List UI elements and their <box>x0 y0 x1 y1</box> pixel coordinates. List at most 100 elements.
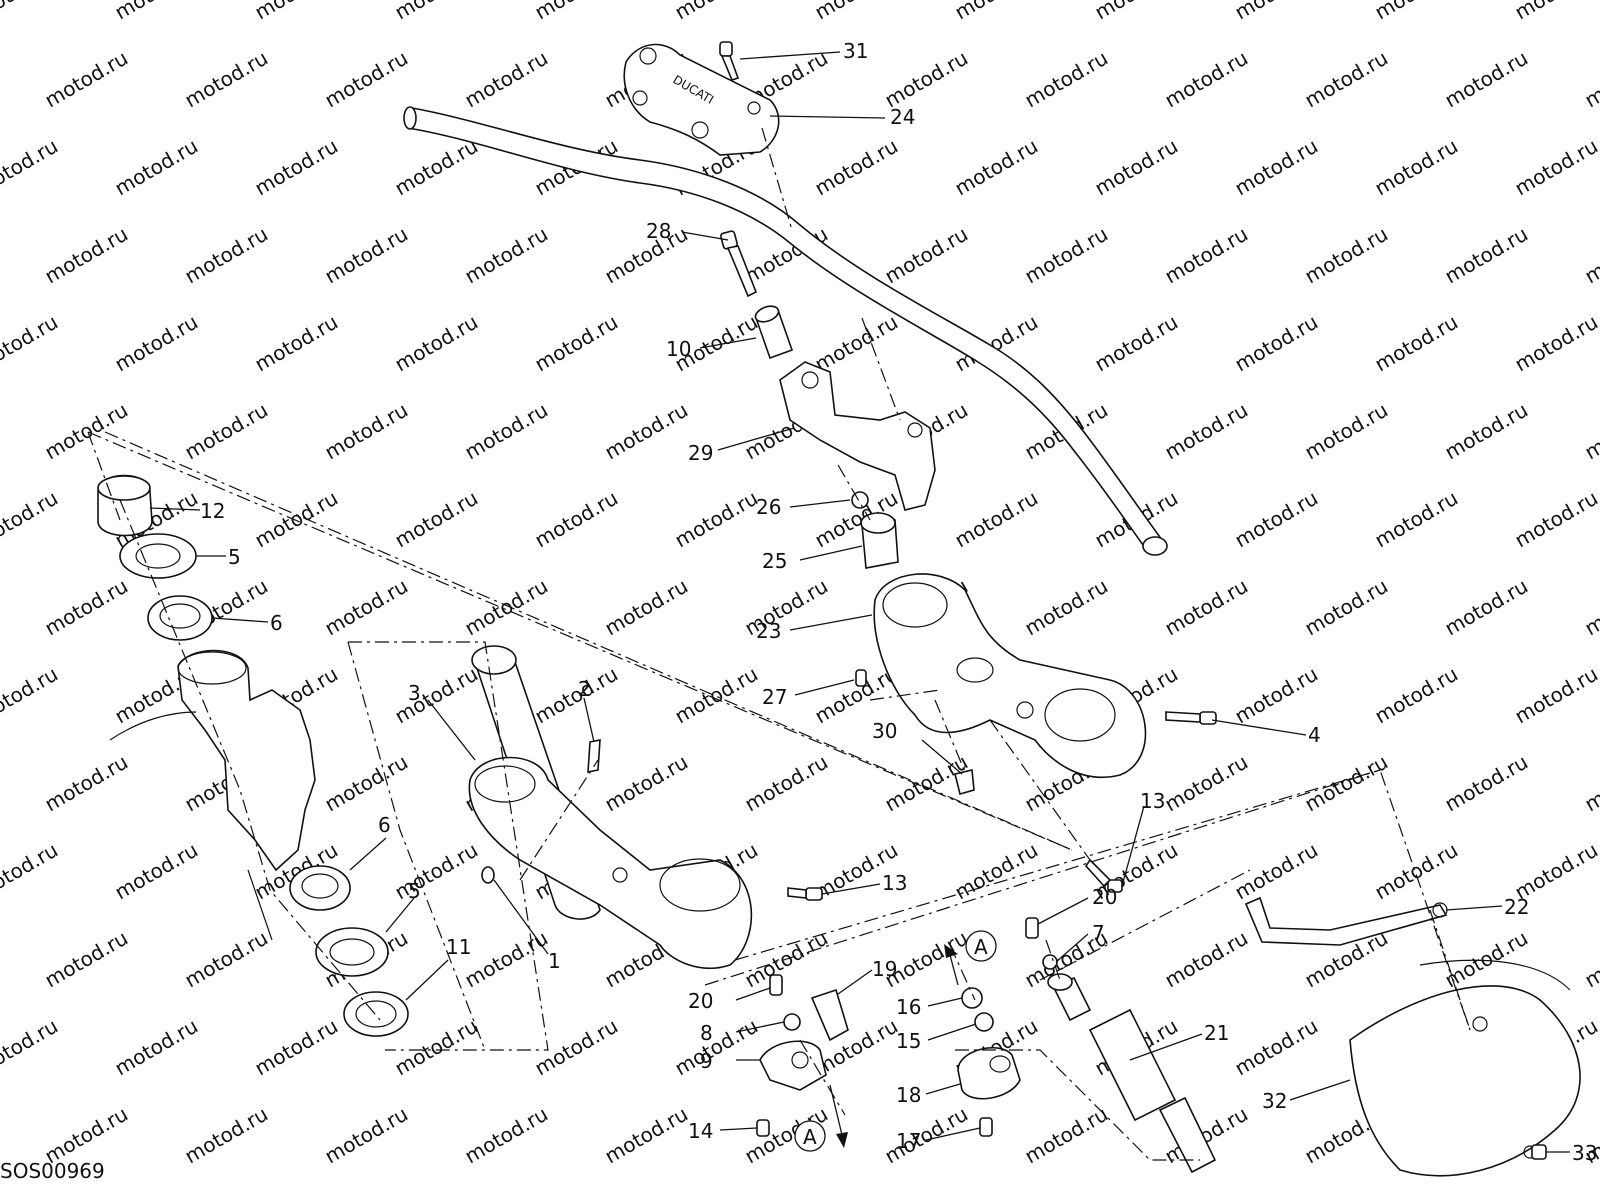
watermark-text-12: motod.ru <box>41 46 132 113</box>
screw-31 <box>719 41 740 81</box>
watermark-text-46: motod.ru <box>1441 222 1532 289</box>
watermark-text-31: motod.ru <box>951 134 1042 201</box>
watermark-text-54: motod.ru <box>811 310 902 377</box>
watermark-text-106: motod.ru <box>1371 662 1462 729</box>
callout-31: 31 <box>843 39 868 63</box>
callout-15: 15 <box>896 1029 921 1053</box>
watermark-text-4: motod.ru <box>531 0 622 24</box>
watermark-text-61: motod.ru <box>181 398 272 465</box>
watermark-text-15: motod.ru <box>461 46 552 113</box>
handlebar-riser <box>779 361 936 511</box>
pin-2 <box>587 739 601 773</box>
screw-20-left <box>769 974 783 996</box>
watermark-text-20: motod.ru <box>1161 46 1252 113</box>
watermark-text-133: motod.ru <box>181 926 272 993</box>
callout-10: 10 <box>666 337 691 361</box>
watermark-text-89: motod.ru <box>741 574 832 641</box>
ref-marker-upper: A <box>965 930 997 962</box>
watermark-text-82: motod.ru <box>1371 486 1462 553</box>
frame-steering-head <box>109 649 316 941</box>
watermark-text-24: motod.ru <box>0 134 62 201</box>
callout-25: 25 <box>762 549 787 573</box>
watermark-text-75: motod.ru <box>391 486 482 553</box>
watermark-text-18: motod.ru <box>881 46 972 113</box>
callout-1: 1 <box>548 949 561 973</box>
callout-4: 4 <box>1308 723 1321 747</box>
callout-20-left: 20 <box>688 989 713 1013</box>
damper-bracket-9 <box>759 1040 827 1091</box>
watermark-text-158: motod.ru <box>321 1102 412 1169</box>
drawing-code: SOS00969 <box>0 1159 105 1183</box>
callout-27: 27 <box>762 685 787 709</box>
watermark-text-38: motod.ru <box>321 222 412 289</box>
watermark-text-62: motod.ru <box>321 398 412 465</box>
watermark-text-163: motod.ru <box>1021 1102 1112 1169</box>
callout-24: 24 <box>890 105 915 129</box>
seal-5-lower <box>315 927 389 977</box>
watermark-text-144: motod.ru <box>0 1014 62 1081</box>
watermark-text-92: motod.ru <box>1161 574 1252 641</box>
watermark-text-118: motod.ru <box>1441 750 1532 817</box>
clamp-18 <box>957 1047 1021 1100</box>
callout-23: 23 <box>756 619 781 643</box>
callout-5-lower: 5 <box>408 879 421 903</box>
lower-yoke <box>468 645 753 969</box>
screw-33 <box>1531 1144 1547 1160</box>
callout-9: 9 <box>700 1049 713 1073</box>
watermark-text-160: motod.ru <box>601 1102 692 1169</box>
assembly-lines <box>87 127 1471 1161</box>
watermark-text-10: motod.ru <box>1371 0 1462 24</box>
watermark-text-113: motod.ru <box>741 750 832 817</box>
watermark-text-112: motod.ru <box>601 750 692 817</box>
watermark-text-32: motod.ru <box>1091 134 1182 201</box>
watermark-text-9: motod.ru <box>1231 0 1322 24</box>
bearing-6-lower <box>289 865 351 911</box>
watermark-text-95: motod.ru <box>1581 574 1600 641</box>
callout-3: 3 <box>408 681 421 705</box>
watermark-text-162: motod.ru <box>881 1102 972 1169</box>
plug-30 <box>954 769 975 795</box>
ring-11 <box>343 991 409 1037</box>
watermark-text-96: motod.ru <box>0 662 62 729</box>
watermark-text-143: motod.ru <box>1581 926 1600 993</box>
watermark-text-83: motod.ru <box>1511 486 1600 553</box>
callout-12: 12 <box>200 499 225 523</box>
watermark-text-157: motod.ru <box>181 1102 272 1169</box>
callout-labels: 31 24 28 10 29 26 25 23 27 4 30 13 13 12… <box>200 39 1597 1165</box>
watermark-text-7: motod.ru <box>951 0 1042 24</box>
callout-7: 7 <box>1092 921 1105 945</box>
watermark-text-153: motod.ru <box>1231 1014 1322 1081</box>
watermark-text-37: motod.ru <box>181 222 272 289</box>
watermark-text-88: motod.ru <box>601 574 692 641</box>
callout-26: 26 <box>756 495 781 519</box>
steering-damper-21 <box>1047 973 1217 1174</box>
callout-14: 14 <box>688 1119 713 1143</box>
watermark-text-34: motod.ru <box>1371 134 1462 201</box>
watermark-text-72: motod.ru <box>0 486 62 553</box>
arrow-ref-upper <box>944 944 959 986</box>
watermark-text-86: motod.ru <box>321 574 412 641</box>
watermark-text-74: motod.ru <box>251 486 342 553</box>
watermark-text-1: motod.ru <box>111 0 202 24</box>
screw-17 <box>979 1117 993 1137</box>
watermark-layer: motod.ru motod.ru motod.ru motod.ru motod.ru… <box>0 0 1600 1168</box>
watermark-text-99: motod.ru <box>391 662 482 729</box>
watermark-text-84: motod.ru <box>41 574 132 641</box>
arrow-ref-lower <box>829 1084 848 1148</box>
callout-22: 22 <box>1504 895 1529 919</box>
watermark-text-11: motod.ru <box>1511 0 1600 24</box>
callout-30: 30 <box>872 719 897 743</box>
watermark-text-120: motod.ru <box>0 838 62 905</box>
watermark-text-45: motod.ru <box>1301 222 1392 289</box>
watermark-text-87: motod.ru <box>461 574 552 641</box>
watermark-text-105: motod.ru <box>1231 662 1322 729</box>
washer-7 <box>1042 954 1058 970</box>
handlebar <box>403 106 1168 556</box>
watermark-text-69: motod.ru <box>1301 398 1392 465</box>
svg-text:A: A <box>803 1125 817 1149</box>
watermark-text-142: motod.ru <box>1441 926 1532 993</box>
watermark-text-100: motod.ru <box>531 662 622 729</box>
watermark-text-94: motod.ru <box>1441 574 1532 641</box>
washer-1 <box>481 866 495 884</box>
watermark-text-70: motod.ru <box>1441 398 1532 465</box>
